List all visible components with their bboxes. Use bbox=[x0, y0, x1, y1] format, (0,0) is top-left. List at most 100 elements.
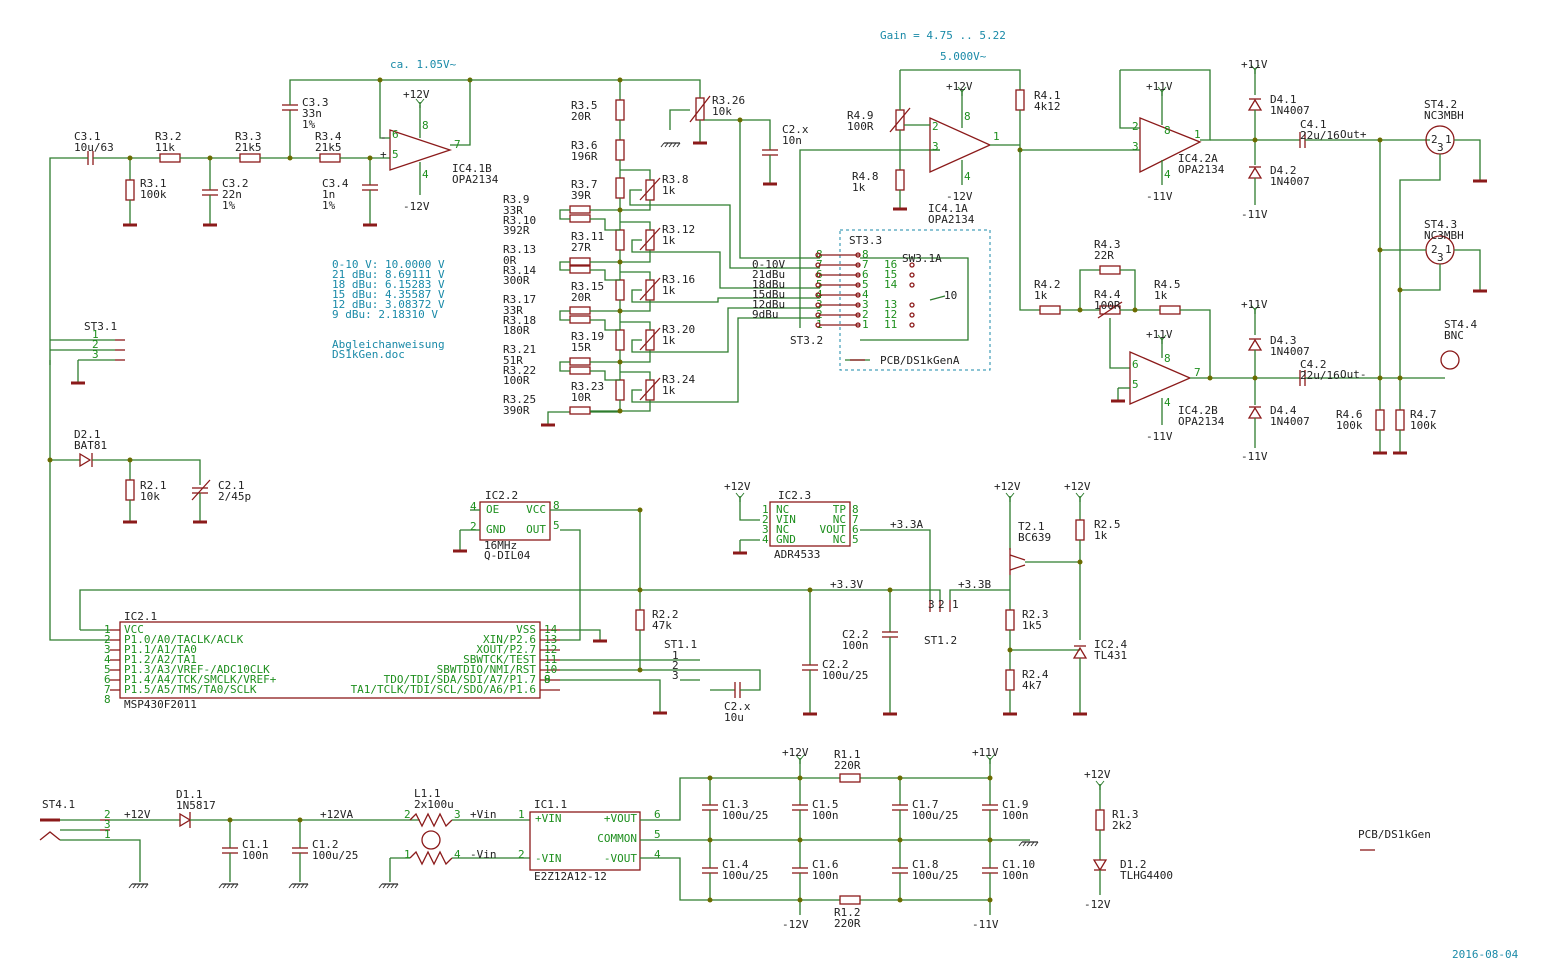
microcontroller-section bbox=[79, 492, 1089, 716]
pin-number: 1 bbox=[1445, 243, 1452, 256]
label-d43: 1N4007 bbox=[1270, 345, 1310, 358]
label-t21: T2.1 bbox=[1018, 520, 1045, 533]
attenuator-ladder bbox=[470, 77, 820, 427]
label-d12: D1.2 bbox=[1120, 858, 1147, 871]
label-r324: 1k bbox=[662, 384, 676, 397]
ic2-1-pin-name: TA1/TCLK/TDI/SCL/SDO/A6/P1.6 bbox=[351, 683, 536, 696]
opamp-ic4-1a bbox=[929, 116, 992, 174]
label-c13: 100u/25 bbox=[722, 809, 768, 822]
label-d44: D4.4 bbox=[1270, 404, 1297, 417]
pin-number: 3 bbox=[92, 348, 99, 361]
ic2-1-pin-name: XIN/P2.6 bbox=[483, 633, 536, 646]
label-r44: 100R bbox=[1094, 299, 1121, 312]
label-ic42b: IC4.2B bbox=[1178, 404, 1218, 417]
label-st44: ST4.4 bbox=[1444, 318, 1477, 331]
switch-terminal bbox=[855, 262, 861, 268]
label-c34: 1n bbox=[322, 188, 335, 201]
label-c22a: 100n bbox=[842, 639, 869, 652]
pin-number: 2 bbox=[92, 338, 99, 351]
label-r321: R3.21 bbox=[503, 343, 536, 356]
resistor-r3-4 bbox=[319, 153, 341, 163]
label-r312: 1k bbox=[662, 234, 676, 247]
pin-number: 6 bbox=[852, 523, 859, 536]
label-r12: R1.2 bbox=[834, 906, 861, 919]
label-r21: R2.1 bbox=[140, 479, 167, 492]
ic2-2-pin-name: GND bbox=[486, 523, 506, 536]
label-r317: 33R bbox=[503, 304, 523, 317]
switch-terminal bbox=[815, 282, 821, 288]
clock-injection bbox=[47, 339, 211, 641]
resistor-r2-2 bbox=[635, 609, 645, 631]
pin-number: 3 bbox=[104, 818, 111, 831]
label-d21: BAT81 bbox=[74, 439, 107, 452]
ic2-1-pin-name: VSS bbox=[516, 623, 536, 636]
label-st1-2: ST1.2 bbox=[924, 634, 957, 647]
net-label: -12V bbox=[946, 190, 973, 203]
resistor-r3-9 bbox=[569, 205, 591, 214]
label-r326: R3.26 bbox=[712, 94, 745, 107]
filter-level-note: ca. 1.05V~ bbox=[390, 58, 457, 71]
pin-number: 2 bbox=[104, 808, 111, 821]
ic2-1-pin-name: P1.1/A1/TA0 bbox=[124, 643, 197, 656]
ic2-3-pin-name: VOUT bbox=[820, 523, 847, 536]
label-r43: 22R bbox=[1094, 249, 1114, 262]
label-c21: 2/45p bbox=[218, 490, 251, 503]
label-ic24: TL431 bbox=[1094, 649, 1127, 662]
ic2-1-left-pins bbox=[110, 629, 120, 691]
label-r31: R3.1 bbox=[140, 177, 167, 190]
net-label: -Vin bbox=[470, 848, 497, 861]
label-c15: C1.5 bbox=[812, 798, 839, 811]
rotary-position bbox=[909, 312, 915, 318]
label-r12: 220R bbox=[834, 917, 861, 930]
pin-number: 1 bbox=[993, 130, 1000, 143]
label-l11: 2x100u bbox=[414, 798, 454, 811]
label-c41: 22u/16 bbox=[1300, 129, 1340, 142]
net-label: -11V bbox=[1146, 430, 1173, 443]
label-c33: 1% bbox=[302, 118, 316, 131]
label-r49: R4.9 bbox=[847, 109, 874, 122]
switch-terminal bbox=[855, 312, 861, 318]
label-ic2-2: 16MHz bbox=[484, 539, 517, 552]
label-d41: D4.1 bbox=[1270, 93, 1297, 106]
ic2-1-pin-name: SBWTDIO/NMI/RST bbox=[437, 663, 537, 676]
label-r39: 33R bbox=[503, 204, 523, 217]
label-ic2-1: IC2.1 bbox=[124, 610, 157, 623]
diode-d2-1 bbox=[79, 452, 92, 468]
pin-number: 8 bbox=[553, 499, 560, 512]
ic2-3-pin-name: NC bbox=[833, 533, 846, 546]
resistor-r2-5 bbox=[1075, 519, 1085, 541]
ic2-3-pin-name: NC bbox=[833, 513, 846, 526]
net-label: +11V bbox=[972, 746, 999, 759]
label-r320: R3.20 bbox=[662, 323, 695, 336]
net-label: +Vin bbox=[470, 808, 497, 821]
pin-number: 1 bbox=[104, 623, 111, 636]
rotary-position bbox=[909, 302, 915, 308]
ic1-1-pin-name: -VIN bbox=[535, 852, 562, 865]
label-d42: D4.2 bbox=[1270, 164, 1297, 177]
pin-number: 4 bbox=[1164, 168, 1171, 181]
pin-number: 7 bbox=[454, 138, 461, 151]
resistor-r3-1 bbox=[125, 179, 135, 201]
label-d43: D4.3 bbox=[1270, 334, 1297, 347]
resistor-r3-10 bbox=[569, 214, 591, 223]
label-r23: R2.3 bbox=[1022, 608, 1049, 621]
net-label: +12V bbox=[946, 80, 973, 93]
label-r319: 15R bbox=[571, 341, 591, 354]
pin-number: 2 bbox=[762, 513, 769, 526]
label-ic42a: IC4.2A bbox=[1178, 152, 1218, 165]
label-c15: 100n bbox=[812, 809, 839, 822]
label-ic2-1: MSP430F2011 bbox=[124, 698, 197, 711]
label-pcb-a: PCB/DS1kGenA bbox=[880, 354, 960, 367]
label-r322: R3.22 bbox=[503, 364, 536, 377]
label-c12: 100u/25 bbox=[312, 849, 358, 862]
diode-d1-1 bbox=[179, 812, 192, 828]
net-label: +11V bbox=[1241, 58, 1268, 71]
label-r11: 220R bbox=[834, 759, 861, 772]
label-d21: D2.1 bbox=[74, 428, 101, 441]
net-label: -11V bbox=[972, 918, 999, 931]
pin-number: 9 bbox=[544, 673, 551, 686]
label-r22: 47k bbox=[652, 619, 672, 632]
label-c11: 100n bbox=[242, 849, 269, 862]
label-c22b: C2.2 bbox=[822, 658, 849, 671]
pin-number: 3 bbox=[928, 598, 935, 611]
